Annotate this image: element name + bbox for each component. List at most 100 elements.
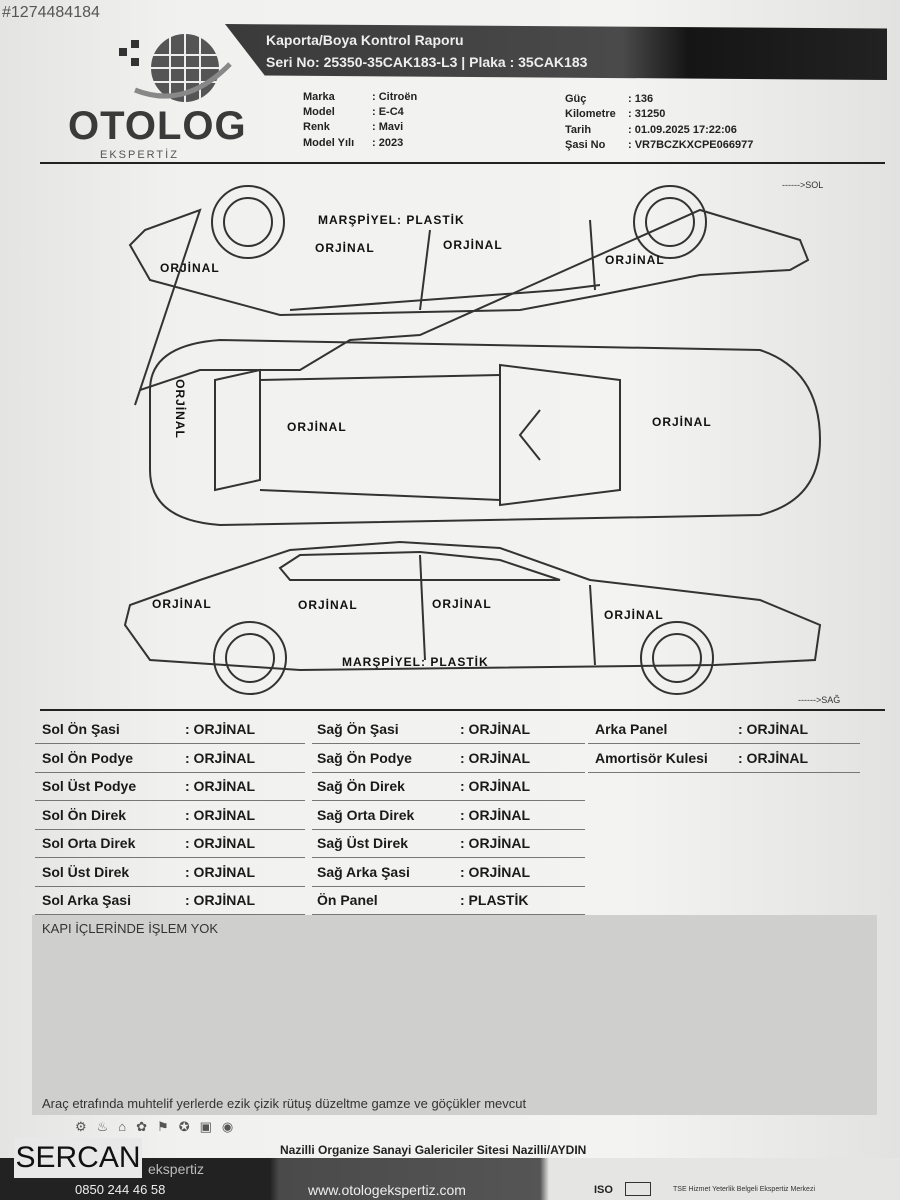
part-label: Amortisör Kulesi: [595, 749, 708, 766]
footer-phone: 0850 244 46 58: [75, 1182, 166, 1197]
part-status: : ORJİNAL: [738, 721, 808, 737]
row-divider: [312, 828, 585, 830]
logo-subtitle: EKSPERTİZ: [100, 149, 179, 161]
info-value: : VR7BCZKXCPE066977: [628, 139, 754, 151]
part-status: : ORJİNAL: [738, 749, 808, 766]
part-status: : ORJİNAL: [185, 721, 255, 737]
part-label: Arka Panel: [595, 721, 668, 737]
part-status-label: ORJİNAL: [605, 253, 665, 267]
part-status: : ORJİNAL: [460, 721, 530, 737]
part-status: : ORJİNAL: [460, 835, 530, 851]
part-label: Sol Arka Şasi: [42, 892, 131, 908]
part-status: : ORJİNAL: [460, 749, 530, 766]
tse-logo-icon: [625, 1182, 651, 1196]
row-divider: [588, 743, 860, 744]
info-value: : 136: [628, 93, 654, 105]
row-divider: [35, 800, 305, 801]
row-divider: [312, 771, 585, 773]
watermark-name: SERCAN: [14, 1138, 142, 1178]
direction-left-label: ------>SOL: [782, 180, 824, 190]
wheel-icon: [640, 621, 714, 695]
part-status: : ORJİNAL: [185, 863, 255, 880]
row-divider: [35, 914, 305, 915]
table-divider: [40, 709, 885, 711]
car-top-outline: [149, 338, 822, 527]
part-status-label: MARŞPİYEL: PLASTİK: [342, 655, 489, 669]
notes-box: [32, 915, 877, 1115]
part-label: Sol Ön Direk: [42, 806, 127, 823]
header-divider: [40, 162, 885, 164]
row-divider: [312, 914, 585, 915]
row-divider: [312, 743, 585, 744]
part-status: : ORJİNAL: [185, 778, 255, 794]
service-icons: ⚙♨⌂✿⚑✪▣◉: [75, 1119, 244, 1134]
part-label: Sol Ön Podye: [42, 749, 134, 766]
info-label: Renk: [303, 121, 330, 133]
wheel-icon: [211, 185, 285, 259]
car-diagram: [123, 185, 822, 695]
notes-top-text: KAPI İÇLERİNDE İŞLEM YOK: [42, 921, 219, 936]
part-status: : ORJİNAL: [185, 806, 255, 823]
footer-address: Nazilli Organize Sanayi Galericiler Site…: [280, 1143, 587, 1157]
footer-website[interactable]: www.otologekspertiz.com: [308, 1182, 466, 1198]
part-status-label: ORJİNAL: [172, 379, 187, 439]
part-status: : ORJİNAL: [460, 863, 530, 880]
part-label: Sağ Ön Direk: [317, 778, 405, 794]
listing-id: #1274484184: [2, 4, 100, 21]
report-serial: Seri No: 25350-35CAK183-L3 | Plaka : 35C…: [266, 54, 588, 70]
row-divider: [35, 828, 305, 830]
part-status-label: ORJİNAL: [443, 238, 503, 252]
part-label: Sol Üst Podye: [42, 778, 137, 794]
info-label: Marka: [303, 91, 335, 103]
part-label: Sağ Ön Podye: [317, 749, 412, 766]
row-divider: [588, 771, 860, 773]
info-label: Kilometre: [565, 108, 616, 120]
globe-logo-icon: [119, 34, 232, 102]
info-label: Model: [303, 106, 335, 118]
part-label: Sol Ön Şasi: [42, 721, 120, 737]
part-status: : ORJİNAL: [185, 835, 255, 851]
footer-brand: ekspertiz: [148, 1161, 205, 1177]
part-status: : ORJİNAL: [460, 806, 530, 823]
part-label: Ön Panel: [317, 892, 378, 908]
part-status-label: MARŞPİYEL: PLASTİK: [318, 213, 465, 227]
part-label: Sol Üst Direk: [42, 863, 130, 880]
part-status-label: ORJİNAL: [160, 261, 220, 275]
part-status-label: ORJİNAL: [152, 597, 212, 611]
header-banner: [225, 24, 887, 80]
info-value: : 31250: [628, 108, 666, 120]
info-value: : 2023: [372, 137, 404, 149]
tse-certificate-text: TSE Hizmet Yeterlik Belgeli Ekspertiz Me…: [673, 1186, 815, 1193]
notes-bottom-text: Araç etrafında muhtelif yerlerde ezik çi…: [42, 1096, 527, 1111]
info-label: Güç: [565, 93, 587, 105]
wheel-icon: [213, 621, 287, 695]
info-value: : Citroën: [372, 91, 418, 103]
info-value: : 01.09.2025 17:22:06: [628, 124, 737, 136]
car-left-side-outline: [128, 208, 810, 406]
part-status-label: ORJİNAL: [604, 608, 664, 622]
info-value: : Mavi: [372, 121, 404, 133]
part-label: Sağ Arka Şasi: [317, 863, 410, 880]
row-divider: [35, 771, 305, 773]
iso-logo: ISO: [594, 1184, 613, 1196]
info-label: Şasi No: [565, 139, 606, 151]
part-status-label: ORJİNAL: [315, 241, 375, 255]
part-status: : ORJİNAL: [185, 892, 255, 908]
part-label: Sol Orta Direk: [42, 835, 136, 851]
row-divider: [312, 885, 585, 887]
logo-wordmark: OTOLOG: [68, 104, 247, 148]
row-divider: [35, 743, 305, 744]
row-divider: [312, 800, 585, 801]
part-label: Sağ Ön Şasi: [317, 721, 399, 737]
info-label: Model Yılı: [303, 137, 355, 149]
part-status-label: ORJİNAL: [287, 420, 347, 434]
part-status: : ORJİNAL: [185, 749, 255, 766]
row-divider: [312, 857, 585, 858]
info-value: : E-C4: [372, 106, 404, 118]
part-status-label: ORJİNAL: [432, 597, 492, 611]
wheel-icon: [633, 185, 707, 259]
direction-right-label: ------>SAĞ: [798, 695, 841, 705]
part-status: : PLASTİK: [460, 892, 529, 908]
row-divider: [35, 857, 305, 858]
report-title: Kaporta/Boya Kontrol Raporu: [266, 32, 464, 48]
